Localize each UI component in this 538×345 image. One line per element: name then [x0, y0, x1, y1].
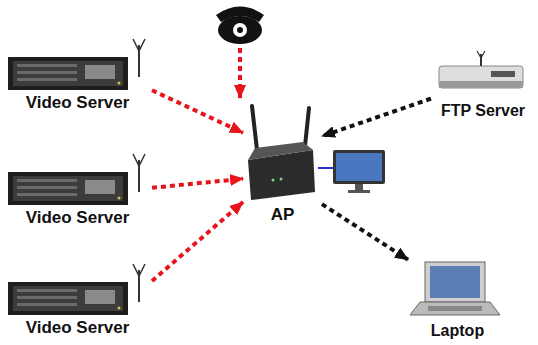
wireless-link [152, 179, 243, 188]
device-label: Video Server [3, 208, 152, 228]
wireless-link [322, 99, 431, 137]
connector-layer [152, 90, 431, 281]
wireless-link [152, 90, 243, 132]
phone-icon [216, 7, 264, 45]
device-label: Laptop [408, 322, 507, 340]
wireless-link [322, 204, 408, 259]
server-node: Video Server [3, 260, 152, 338]
server-node: Video Server [3, 150, 152, 228]
tv-monitor [318, 150, 385, 193]
server-node: Video Server [3, 35, 152, 113]
device-label: AP [243, 205, 322, 225]
device-label: Video Server [3, 93, 152, 113]
device-label: FTP Server [431, 102, 535, 120]
wireless-link [152, 202, 243, 281]
laptop-node: Laptop [408, 258, 507, 340]
ap-node: AP [243, 100, 322, 225]
device-label: Video Server [3, 318, 152, 338]
ftp-node: FTP Server [431, 50, 535, 120]
phone-arrow [238, 48, 242, 98]
